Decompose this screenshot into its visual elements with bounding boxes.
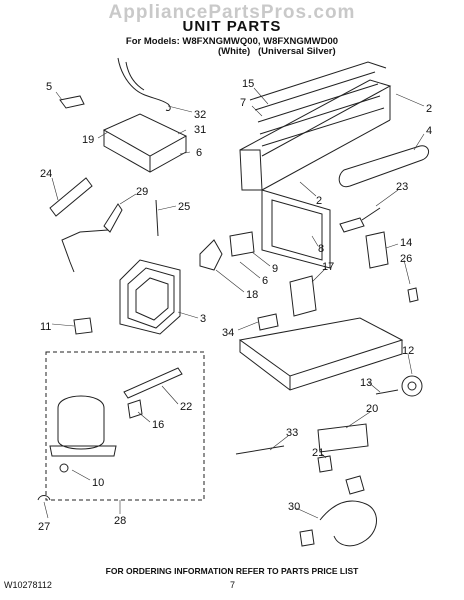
part-3-coil	[119, 259, 181, 335]
part-9-motor	[229, 231, 255, 257]
part-31-control-box	[102, 113, 188, 173]
callout-21: 21	[312, 447, 324, 459]
color-white: (White)	[218, 46, 251, 57]
callout-3: 3	[200, 313, 206, 325]
part-13-axle	[375, 389, 399, 395]
part-34-pad	[257, 313, 279, 331]
part-22-relay	[123, 367, 183, 399]
callout-16: 16	[152, 419, 164, 431]
callout-4: 4	[426, 125, 432, 137]
page-number: 7	[230, 580, 236, 590]
part-30-harness	[319, 500, 377, 547]
color-silver: (Universal Silver)	[258, 46, 336, 57]
callout-24: 24	[40, 168, 52, 180]
site-watermark: AppliancePartsPros.com	[108, 2, 356, 23]
callout-9: 9	[272, 263, 278, 275]
callout-20: 20	[366, 403, 378, 415]
callout-28: 28	[114, 515, 126, 527]
callout-34: 34	[222, 327, 234, 339]
callout-31: 31	[194, 124, 206, 136]
compressor-group	[45, 351, 205, 501]
callout-26: 26	[400, 253, 412, 265]
part-24-tube	[49, 177, 93, 217]
callout-14: 14	[400, 237, 412, 249]
callout-23: 23	[396, 181, 408, 193]
callout-30: 30	[288, 501, 300, 513]
callout-5: 5	[46, 81, 52, 93]
part-25-rod	[155, 199, 159, 237]
page-title: UNIT PARTS	[182, 18, 282, 35]
callout-13: 13	[360, 377, 372, 389]
callout-10: 10	[92, 477, 104, 489]
callout-2b: 2	[316, 195, 322, 207]
part-8-shroud	[261, 189, 331, 269]
callout-27: 27	[38, 521, 50, 533]
callout-18: 18	[246, 289, 258, 301]
callout-8: 8	[318, 243, 324, 255]
part-7-condenser	[239, 61, 392, 191]
callout-12: 12	[402, 345, 414, 357]
part-16-bracket	[127, 399, 143, 419]
callout-6: 6	[196, 147, 202, 159]
part-29-drain	[61, 203, 123, 273]
models-line: For Models: W8FXNGMWQ00, W8FXNGMWD00	[125, 36, 339, 47]
part-18-fan	[199, 239, 223, 271]
part-33-rod	[235, 445, 285, 455]
callout-2: 2	[426, 103, 432, 115]
part-32-harness	[117, 57, 171, 111]
callout-29: 29	[136, 186, 148, 198]
part-23-sensor	[339, 207, 381, 233]
callout-33: 33	[286, 427, 298, 439]
callout-6b: 6	[262, 275, 268, 287]
part-26-screw	[407, 287, 419, 303]
callout-32: 32	[194, 109, 206, 121]
callout-15: 15	[242, 78, 254, 90]
callout-19: 19	[82, 134, 94, 146]
base-pan	[238, 317, 404, 391]
part-21-clip	[317, 455, 333, 473]
part-4-heater	[338, 145, 429, 188]
part-17-pad	[289, 275, 317, 317]
part-11-clip	[73, 317, 93, 335]
ordering-note: FOR ORDERING INFORMATION REFER TO PARTS …	[105, 566, 359, 576]
part-20-tape	[317, 423, 369, 453]
callout-7: 7	[240, 97, 246, 109]
callout-17: 17	[322, 261, 334, 273]
callout-22: 22	[180, 401, 192, 413]
document-number: W10278112	[4, 580, 52, 590]
part-27-clip	[37, 495, 51, 501]
callout-25: 25	[178, 201, 190, 213]
part-14-pad	[365, 231, 389, 269]
callout-11: 11	[40, 321, 51, 333]
part-10-compressor	[57, 395, 105, 450]
part-12-wheel	[401, 375, 423, 397]
part-5-clip	[59, 95, 85, 109]
